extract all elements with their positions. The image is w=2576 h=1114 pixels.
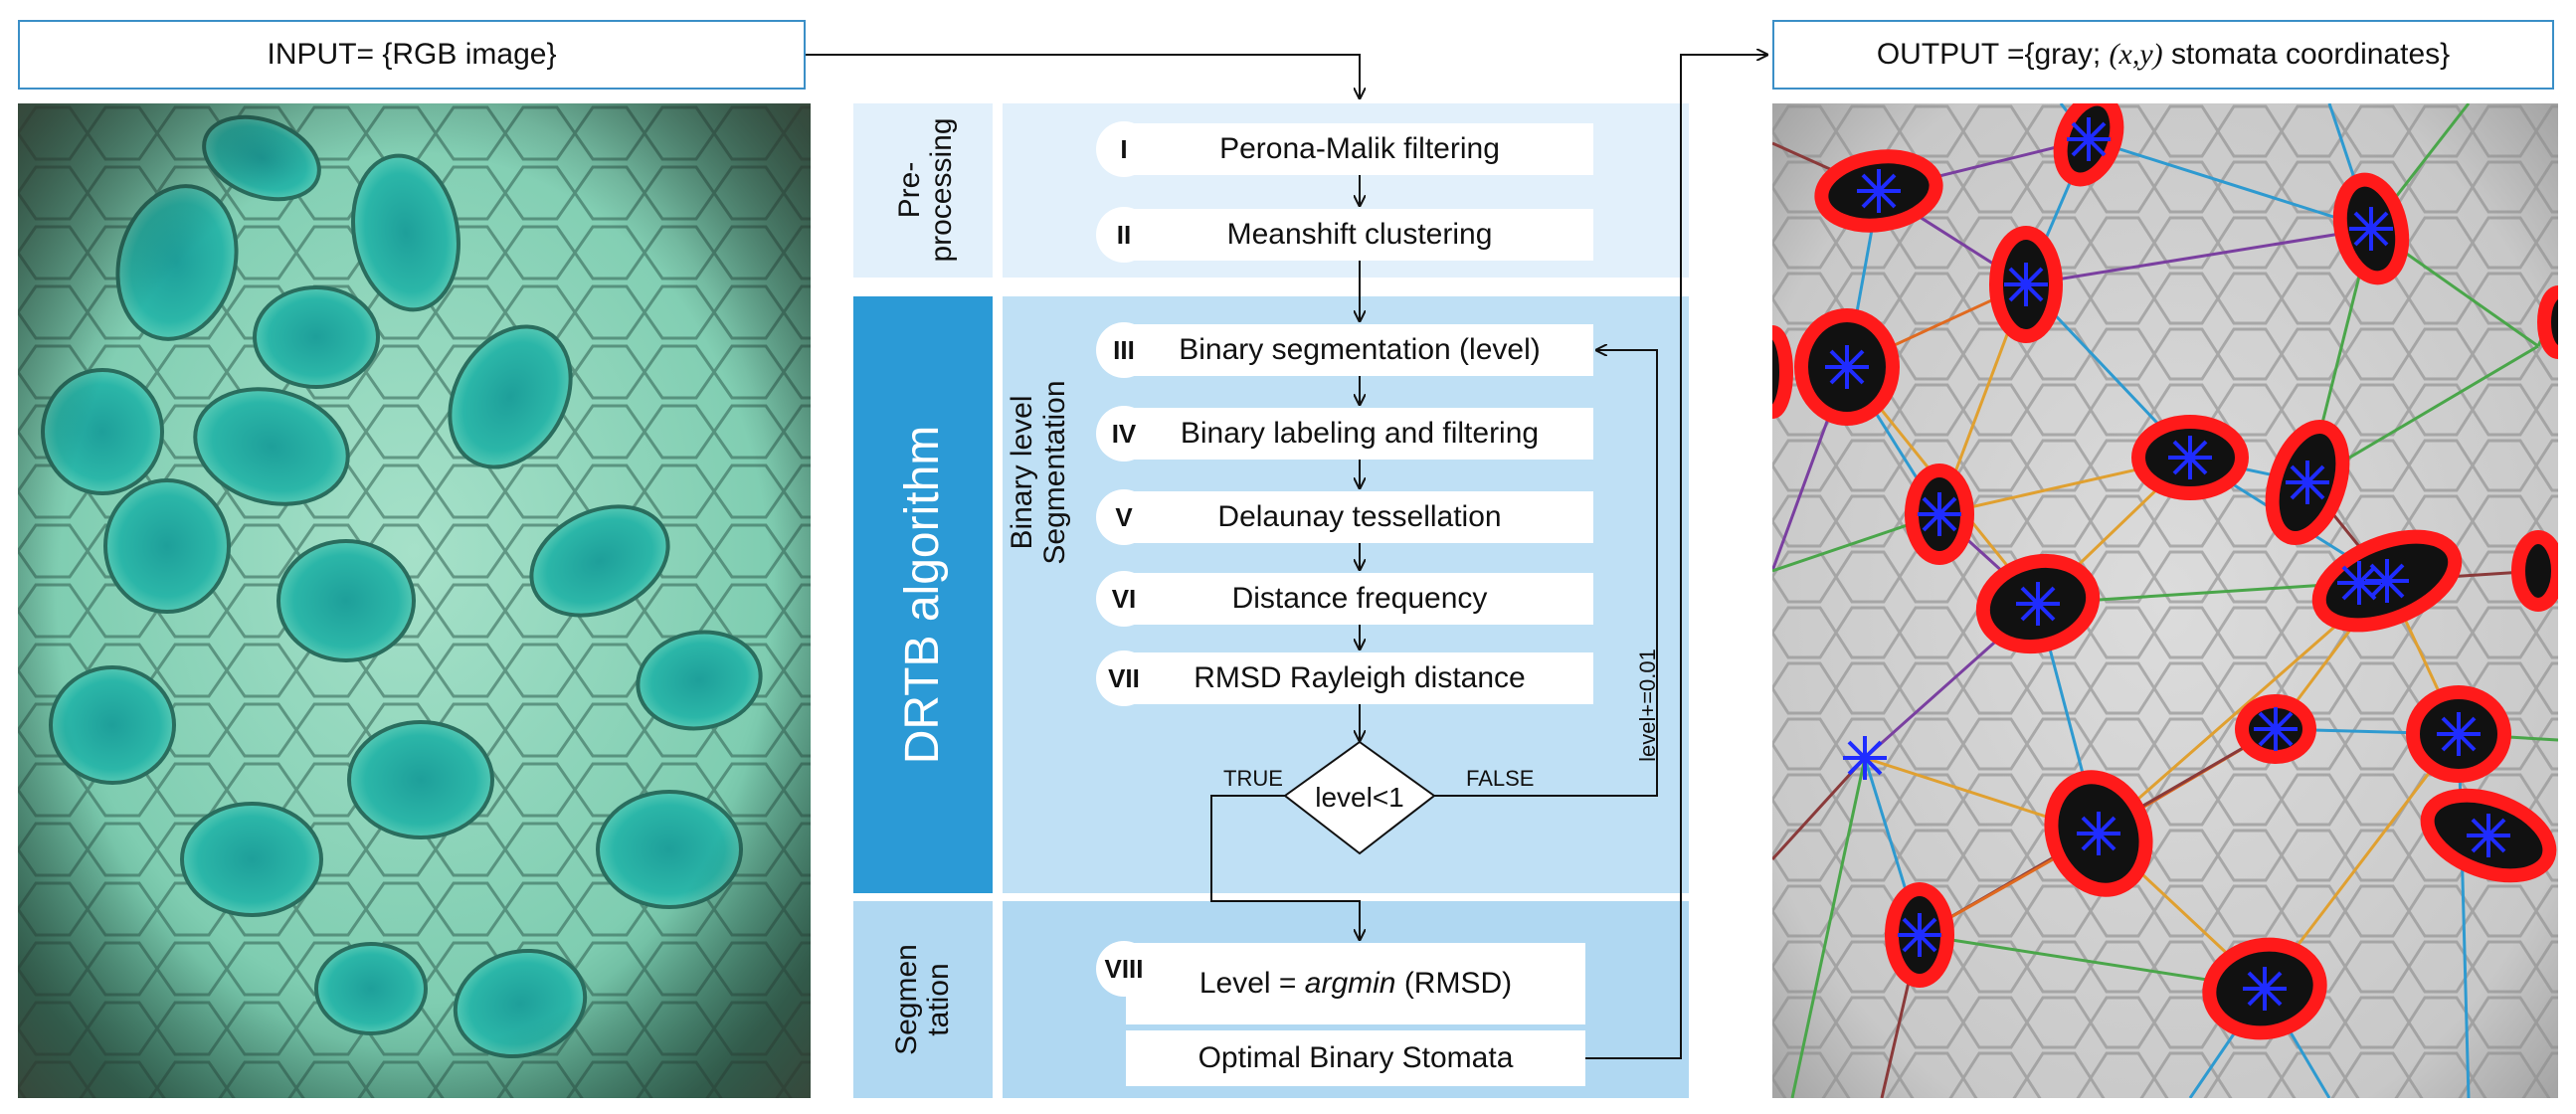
preprocessing-band [853, 103, 993, 278]
step-7-box: RMSD Rayleigh distance [1126, 652, 1593, 704]
true-label: TRUE [1223, 766, 1283, 791]
step-2-box: Meanshift clustering [1126, 209, 1593, 261]
output-label: OUTPUT ={gray; (x,y) stomata coordinates… [1876, 38, 2451, 71]
input-label-box: INPUT= {RGB image} [18, 20, 806, 90]
step-1-number: I [1096, 121, 1152, 177]
step-7-label: RMSD Rayleigh distance [1194, 661, 1526, 694]
output-label-box: OUTPUT ={gray; (x,y) stomata coordinates… [1772, 20, 2554, 90]
step-5-box: Delaunay tessellation [1126, 491, 1593, 543]
step-6-label: Distance frequency [1231, 582, 1488, 615]
step-1-label: Perona-Malik filtering [1219, 132, 1500, 165]
step-8-label: Level = argmin (RMSD) [1198, 967, 1513, 1000]
input-rgb-image [18, 103, 811, 1098]
step-3-box: Binary segmentation (level) [1126, 324, 1593, 376]
step-4-label: Binary labeling and filtering [1180, 417, 1540, 450]
step-8-number: VIII [1096, 941, 1152, 997]
input-arrow [806, 54, 1360, 97]
loop-arrow [1434, 350, 1658, 797]
step-6-number: VI [1096, 571, 1152, 627]
optimal-binary-stomata-label: Optimal Binary Stomata [1197, 1041, 1514, 1074]
step-6-box: Distance frequency [1126, 573, 1593, 625]
step-4-box: Binary labeling and filtering [1126, 408, 1593, 460]
step-5-label: Delaunay tessellation [1217, 500, 1502, 533]
optimal-binary-stomata-box: Optimal Binary Stomata [1126, 1030, 1585, 1086]
step-2-number: II [1096, 207, 1152, 263]
detected-stomata [1772, 103, 2558, 1040]
step-3-number: III [1096, 322, 1152, 378]
decision-diamond [1283, 740, 1436, 855]
true-arrow [1210, 795, 1360, 939]
output-gray-image [1772, 103, 2558, 1098]
step-5-number: V [1096, 489, 1152, 545]
loop-increment-label: level+=0.01 [1635, 649, 1660, 762]
segmentation-band [853, 901, 993, 1098]
output-arrow [1585, 55, 1766, 1059]
step-3-label: Binary segmentation (level) [1179, 333, 1541, 366]
input-label: INPUT= {RGB image} [267, 38, 557, 71]
step-2-label: Meanshift clustering [1226, 218, 1493, 251]
step-4-number: IV [1096, 406, 1152, 462]
step-8-box: Level = argmin (RMSD) [1126, 943, 1585, 1024]
step-7-number: VII [1096, 650, 1152, 706]
drtb-band [853, 296, 993, 893]
step-1-box: Perona-Malik filtering [1126, 123, 1593, 175]
decision-label: level<1 [1315, 782, 1404, 813]
false-label: FALSE [1466, 766, 1535, 791]
